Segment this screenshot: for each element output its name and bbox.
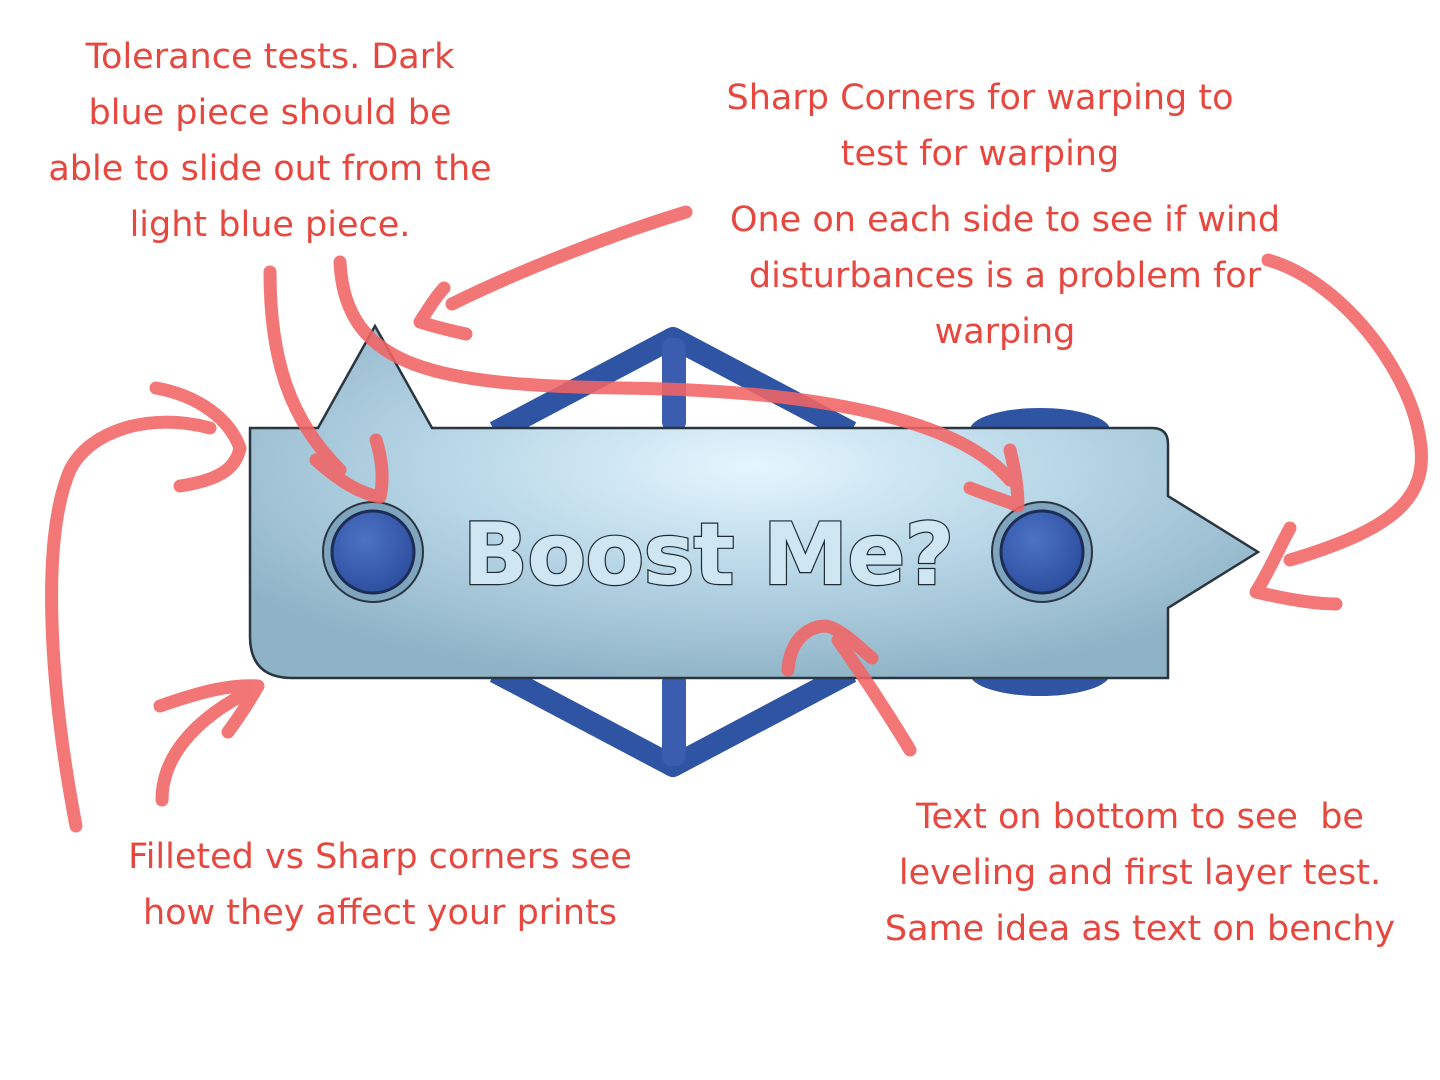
sharp-corners-line-2: test for warping <box>840 134 1120 174</box>
arrow-wind-left <box>413 205 693 341</box>
sharp-corners-line-1: Sharp Corners for warping to <box>726 78 1234 118</box>
frame-bottom-post <box>662 672 686 766</box>
tolerance-line-2: blue piece should be <box>88 93 452 133</box>
bottom-text-line-2: leveling and first layer test. <box>898 853 1382 893</box>
arrow-fillet-bottom <box>153 679 265 807</box>
bottom-text-note: Text on bottom to see be leveling and fi… <box>860 789 1420 957</box>
fillet-line-2: how they affect your prints <box>142 893 618 933</box>
tolerance-line-3: able to slide out from the <box>48 149 492 189</box>
fillet-line-1: Filleted vs Sharp corners see <box>128 837 632 877</box>
arrow-fillet-top <box>45 381 247 833</box>
bottom-text-line-3: Same idea as text on benchy <box>884 909 1396 949</box>
light-blue-plate <box>248 323 1261 680</box>
left-peg <box>322 501 424 603</box>
wind-line-2: disturbances is a problem for <box>748 256 1262 296</box>
annotation-arrows <box>45 205 1428 833</box>
left-peg-core <box>330 509 416 595</box>
part-label-text: Boost Me? <box>463 505 954 605</box>
right-peg <box>991 501 1093 603</box>
sharp-corners-note: Sharp Corners for warping to test for wa… <box>690 70 1270 182</box>
arrow-tolerance-right <box>333 255 1025 513</box>
right-peg-core <box>999 509 1085 595</box>
tolerance-note: Tolerance tests. Dark blue piece should … <box>20 29 520 253</box>
wind-note: One on each side to see if wind disturba… <box>700 192 1310 360</box>
wind-line-3: warping <box>934 312 1076 352</box>
bottom-text-line-1: Text on bottom to see be <box>916 797 1364 837</box>
arrow-tolerance-left <box>263 265 389 504</box>
arrow-bottom-text <box>781 619 917 757</box>
tolerance-line-4: light blue piece. <box>129 205 411 245</box>
fillet-note: Filleted vs Sharp corners see how they a… <box>100 829 660 941</box>
tolerance-line-1: Tolerance tests. Dark <box>85 37 455 77</box>
wind-line-1: One on each side to see if wind <box>729 200 1281 240</box>
arrow-wind-right <box>1249 253 1428 611</box>
